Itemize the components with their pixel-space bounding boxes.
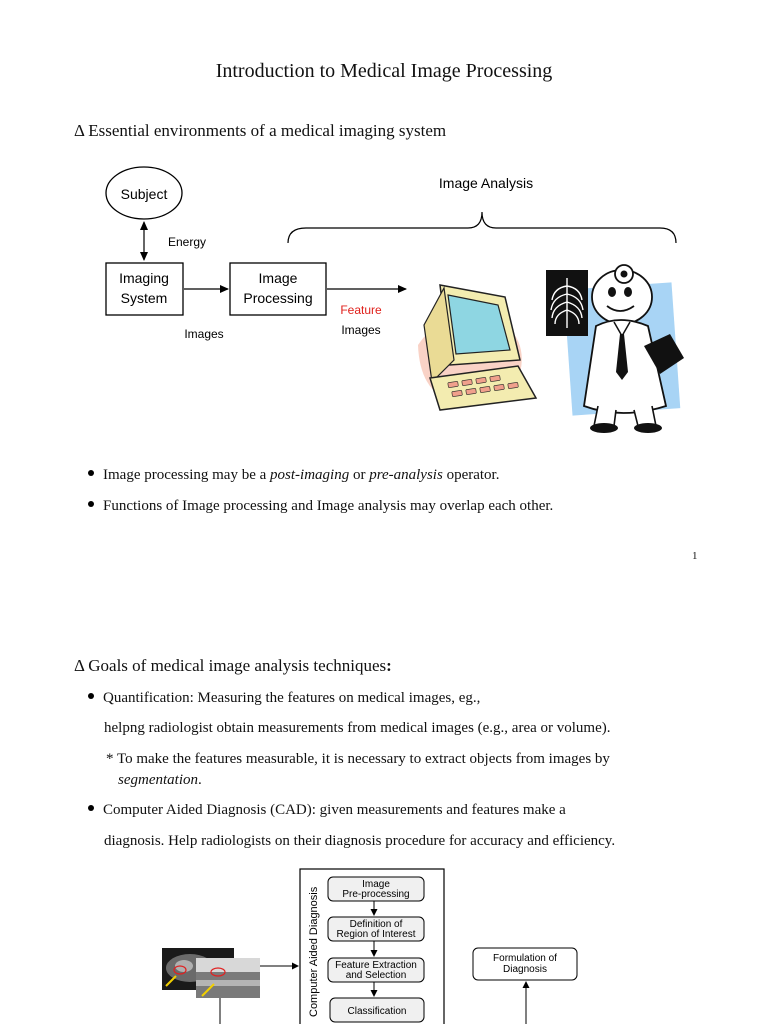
svg-text:Processing: Processing [243,290,312,306]
bullet-functions-overlap: Functions of Image processing and Image … [88,498,553,515]
subject-label: Subject [121,186,168,202]
imaging-system-diagram: Subject Energy Imaging System Images Ima… [105,166,684,433]
flow-box-feature-extraction: Feature Extraction and Selection [327,957,425,983]
section-heading-environments: Δ Essential environments of a medical im… [74,121,447,140]
bullet-dot [88,501,94,507]
svg-text:Definition of: Definition of [350,919,403,930]
bullet-quantification: Quantification: Measuring the features o… [88,690,480,707]
svg-text:Region of Interest: Region of Interest [337,929,416,940]
computer-icon [418,284,538,411]
svg-text:Diagnosis: Diagnosis [503,964,547,975]
bullet-cad: Computer Aided Diagnosis (CAD): given me… [88,802,566,819]
flow-box-formulation: Formulation of Diagnosis [472,947,578,981]
svg-text:Formulation of: Formulation of [493,953,557,964]
page-number: 1 [692,550,698,562]
page-title: Introduction to Medical Image Processing [215,60,553,82]
svg-text:Feature Extraction: Feature Extraction [335,960,417,971]
svg-text:System: System [121,290,168,306]
feature-label: Feature [340,303,382,317]
svg-text:Image: Image [259,270,298,286]
flow-box-preprocessing: Image Pre-processing [327,876,425,902]
svg-text:Classification: Classification [348,1006,407,1017]
svg-text:Image: Image [362,879,390,890]
svg-text:Imaging: Imaging [119,270,169,286]
quantification-line-2: helpng radiologist obtain measurements f… [104,720,611,736]
cad-flowchart: Computer Aided Diagnosis Image Pre-proce… [162,868,578,1024]
image-analysis-brace [287,211,677,244]
images-label: Images [184,327,223,341]
bullet-dot [88,470,94,476]
flow-box-classification: Classification [329,997,425,1023]
feature-images-label: Images [341,323,380,337]
bullet-processing-operator: Image processing may be a post-imaging o… [88,467,499,484]
section-heading-goals: Δ Goals of medical image analysis techni… [74,656,392,675]
cad-line-2: diagnosis. Help radiologists on their di… [104,833,616,849]
doctor-xray-icon [546,264,684,433]
image-processing-box: Image Processing [229,262,327,316]
image-analysis-label: Image Analysis [439,175,533,191]
energy-label: Energy [168,235,206,249]
bullet-dot [88,693,94,699]
segmentation-note-line-2: segmentation. [118,772,202,788]
bullet-dot [88,805,94,811]
subject-node: Subject [105,166,183,220]
segmentation-note: * To make the features measurable, it is… [106,751,610,767]
svg-text:Pre-processing: Pre-processing [342,889,409,900]
imaging-system-box: Imaging System [105,262,184,316]
flow-box-roi: Definition of Region of Interest [327,916,425,942]
ultrasound-thumbnail [196,958,260,998]
svg-text:and Selection: and Selection [346,970,407,981]
cad-side-label: Computer Aided Diagnosis [308,886,320,1017]
